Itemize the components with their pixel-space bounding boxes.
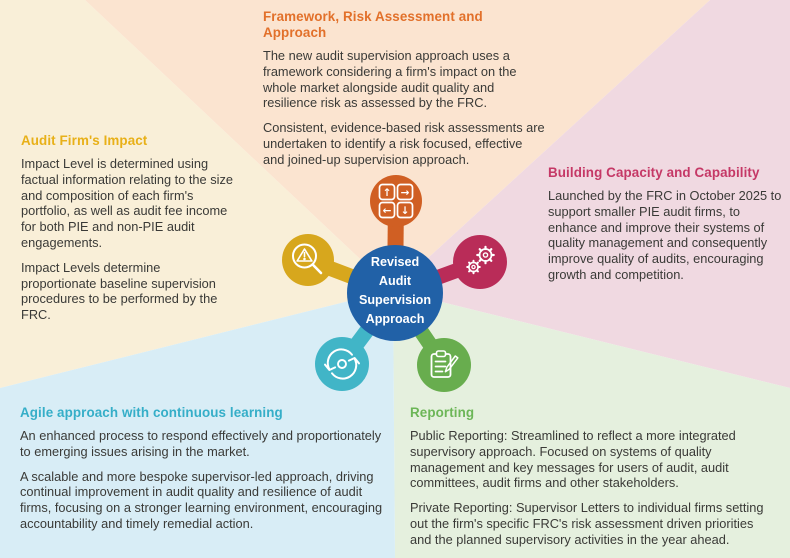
agile-paragraph: An enhanced process to respond effective…: [20, 428, 382, 459]
continuous-cycle-icon: [324, 348, 360, 380]
agile-heading: Agile approach with continuous learning: [20, 405, 283, 420]
capacity-paragraph: Launched by the FRC in October 2025 to s…: [548, 188, 782, 282]
svg-text:→: →: [401, 187, 410, 199]
report-clipboard-icon: [430, 350, 459, 378]
impact-circle: [282, 234, 334, 286]
hub-title-line: Revised: [371, 255, 419, 269]
hub-circle: [347, 245, 443, 341]
impact-section: Audit Firm's Impact Impact Level is dete…: [21, 133, 239, 332]
agile-section: Agile approach with continuous learning …: [20, 405, 392, 541]
reporting-paragraph: Public Reporting: Streamlined to reflect…: [410, 428, 736, 491]
risk-search-icon: [292, 243, 323, 275]
gears-icon: [466, 245, 495, 275]
reporting-paragraph: Private Reporting: Supervisor Letters to…: [410, 500, 764, 547]
agile-circle: [315, 337, 369, 391]
svg-text:↓: ↓: [401, 205, 410, 217]
svg-text:↑: ↑: [383, 187, 392, 199]
framework-heading: Framework, Risk Assessment and Approach: [263, 9, 483, 40]
capacity-heading: Building Capacity and Capability: [548, 165, 760, 180]
agile-paragraph: A scalable and more bespoke supervisor-l…: [20, 468, 383, 531]
reporting-heading: Reporting: [410, 405, 475, 420]
framework-section: Framework, Risk Assessment and Approach …: [263, 9, 547, 177]
hub-title-line: Approach: [366, 312, 425, 326]
impact-paragraph: Impact Level is determined using factual…: [21, 156, 233, 250]
svg-text:←: ←: [383, 205, 392, 217]
hub-title-line: Supervision: [359, 293, 431, 307]
hub-title-line: Audit: [379, 274, 412, 288]
framework-circle: [370, 175, 422, 227]
impact-paragraph: Impact Levels determine proportionate ba…: [21, 259, 218, 323]
reporting-section: Reporting Public Reporting: Streamlined …: [410, 405, 778, 557]
impact-heading: Audit Firm's Impact: [21, 133, 148, 148]
framework-paragraph: Consistent, evidence-based risk assessme…: [263, 120, 545, 167]
capacity-section: Building Capacity and Capability Launche…: [548, 165, 786, 292]
framework-paragraph: The new audit supervision approach uses …: [263, 48, 517, 111]
capacity-circle: [453, 235, 507, 289]
directional-arrows-icon: ↑ → ← ↓: [378, 183, 414, 219]
reporting-circle: [417, 338, 471, 392]
